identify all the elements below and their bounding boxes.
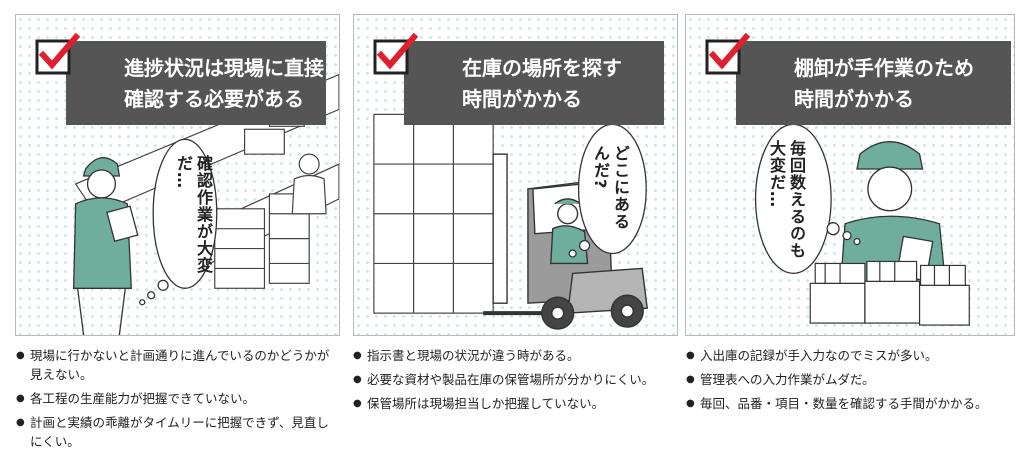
list-item: 入出庫の記録が手入力なのでミスが多い。 — [686, 346, 1006, 365]
panel-title: 進捗状況は現場に直接 確認する必要がある — [66, 41, 326, 125]
speech-bubble-text: 毎回数えるのも大変だ… — [767, 140, 806, 259]
list-item: 指示書と現場の状況が違う時がある。 — [353, 346, 673, 365]
speech-bubble-text: 確認作業が大変だ… — [174, 155, 213, 274]
panel-title-line2: 確認する必要がある — [124, 87, 304, 111]
checkbox-icon — [705, 33, 750, 75]
forklift-illustration — [373, 113, 648, 330]
list-item: 必要な資材や製品在庫の保管場所が分かりにくい。 — [353, 370, 673, 389]
bullet-list-inventory-location: 指示書と現場の状況が違う時がある。 必要な資材や製品在庫の保管場所が分かりにくい… — [353, 346, 673, 418]
boxes-illustration — [754, 123, 970, 326]
speech-bubble-text: どこにあるんだ? — [591, 145, 630, 230]
bullet-list-stocktaking: 入出庫の記録が手入力なのでミスが多い。 管理表への入力作業がムダだ。 毎回、品番… — [686, 346, 1006, 418]
list-item: 各工程の生産能力が把握できていない。 — [16, 389, 336, 408]
panel-title-line1: 棚卸が手作業のため — [794, 56, 974, 80]
panel-stocktaking: 毎回数えるのも大変だ… 棚卸が手作業のため 時間がかかる — [685, 14, 1015, 336]
panel-title: 棚卸が手作業のため 時間がかかる — [736, 41, 1011, 125]
bullet-list-progress: 現場に行かないと計画通りに進んでいるのかどうかが見えない。 各工程の生産能力が把… — [16, 346, 336, 456]
list-item: 現場に行かないと計画通りに進んでいるのかどうかが見えない。 — [16, 346, 336, 384]
panel-inventory-location: どこにあるんだ? 在庫の場所を探す 時間がかかる — [353, 14, 678, 336]
panel-progress: 確認作業が大変だ… 進捗状況は現場に直接 確認する必要がある — [15, 14, 340, 336]
panel-title-line1: 進捗状況は現場に直接 — [124, 56, 324, 80]
panel-title-line2: 時間がかかる — [462, 87, 582, 111]
list-item: 計画と実績の乖離がタイムリーに把握できず、見直しにくい。 — [16, 413, 336, 451]
panel-title-line1: 在庫の場所を探す — [462, 56, 622, 80]
list-item: 毎回、品番・項目・数量を確認する手間がかかる。 — [686, 394, 1006, 413]
list-item: 管理表への入力作業がムダだ。 — [686, 370, 1006, 389]
list-item: 保管場所は現場担当しか把握していない。 — [353, 394, 673, 413]
checkbox-icon — [35, 33, 80, 75]
panel-title-line2: 時間がかかる — [794, 87, 914, 111]
panel-title: 在庫の場所を探す 時間がかかる — [404, 41, 664, 125]
checkbox-icon — [373, 33, 418, 75]
